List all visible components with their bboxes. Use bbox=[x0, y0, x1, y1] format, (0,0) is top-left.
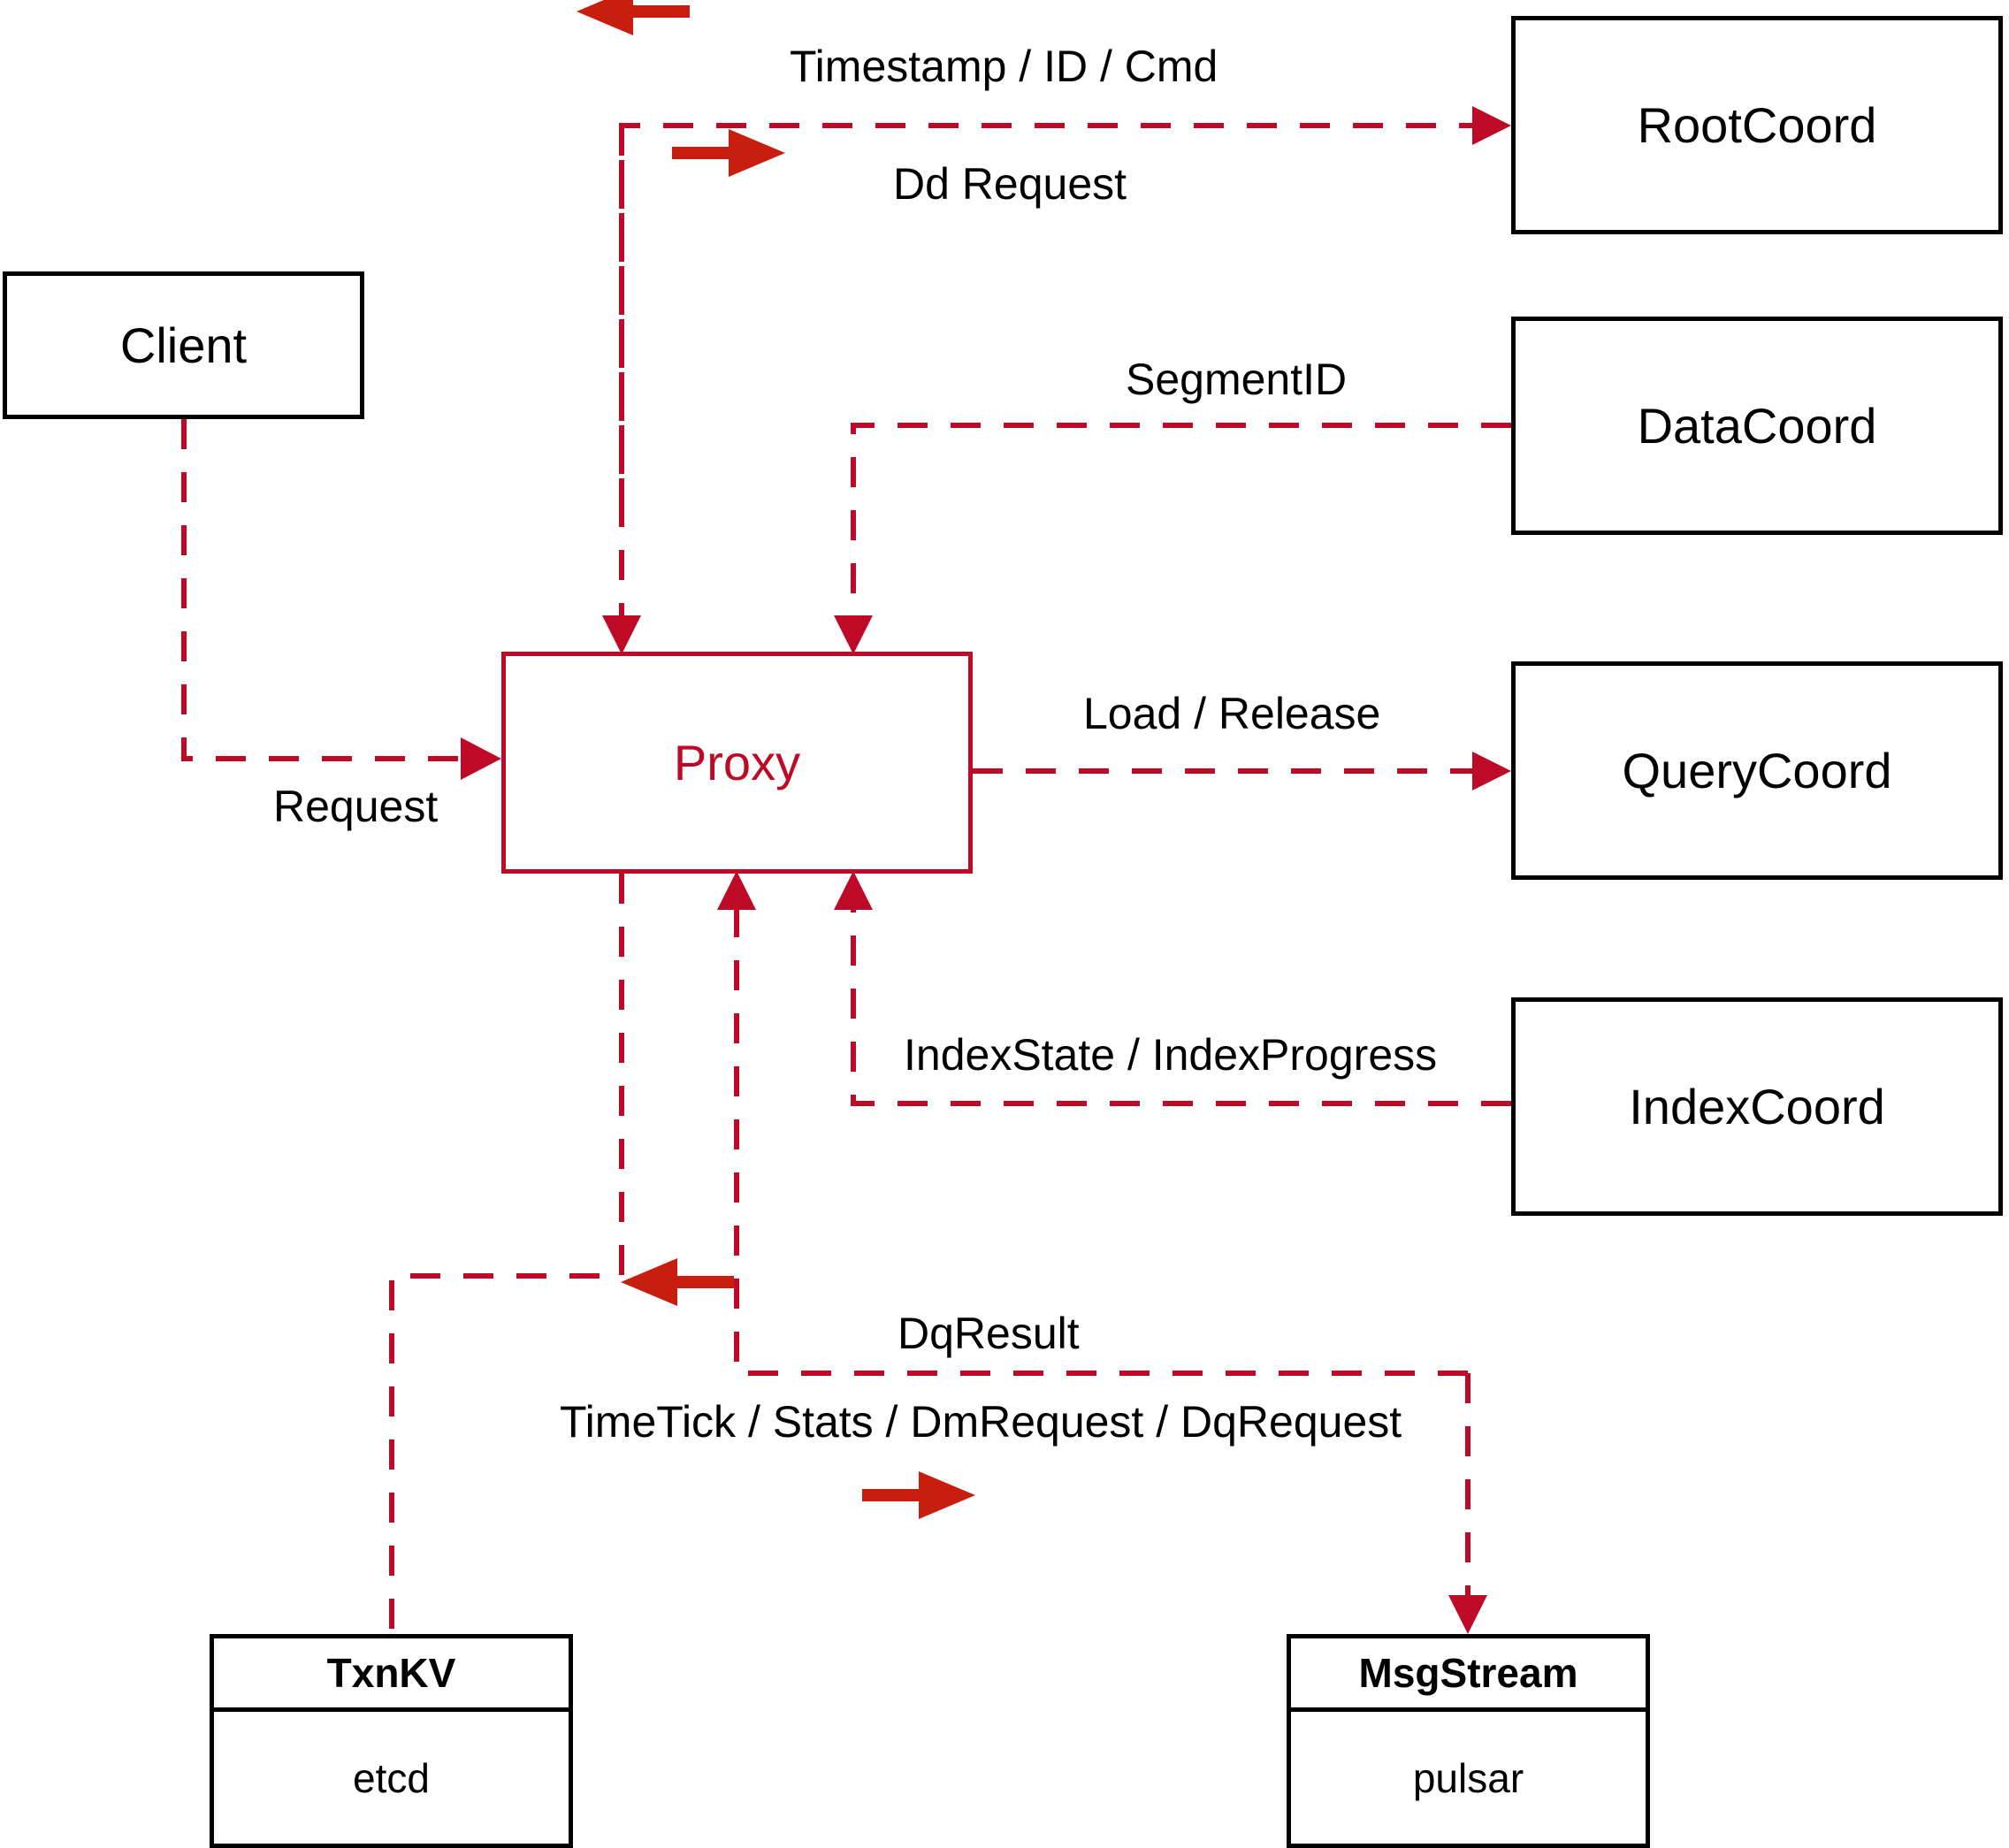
edge-proxy-querycoord-arrowhead bbox=[1472, 752, 1511, 790]
node-msgstream-label: MsgStream bbox=[1358, 1650, 1578, 1696]
node-datacoord-label: DataCoord bbox=[1637, 397, 1877, 454]
edge-label-timestamp-id-cmd: Timestamp / ID / Cmd bbox=[790, 42, 1218, 91]
node-querycoord-label: QueryCoord bbox=[1622, 742, 1892, 798]
node-txnkv[interactable]: TxnKV etcd bbox=[210, 1634, 573, 1848]
node-datacoord[interactable]: DataCoord bbox=[1511, 317, 2003, 535]
edge-label-load-release: Load / Release bbox=[1083, 689, 1381, 738]
edge-client-proxy-arrowhead bbox=[461, 737, 501, 780]
edge-datacoord-proxy-arrowhead bbox=[834, 615, 873, 654]
node-indexcoord[interactable]: IndexCoord bbox=[1511, 997, 2003, 1216]
node-msgstream-sublabel: pulsar bbox=[1412, 1754, 1524, 1801]
node-msgstream-header: MsgStream bbox=[1291, 1638, 1646, 1712]
direction-arrow-timetick bbox=[862, 1471, 975, 1519]
direction-arrow-dd-request bbox=[672, 129, 785, 177]
node-rootcoord-label: RootCoord bbox=[1637, 96, 1877, 153]
edge-client-proxy-path bbox=[181, 419, 482, 761]
edge-proxy-txnkv-path bbox=[389, 874, 624, 1634]
node-proxy[interactable]: Proxy bbox=[501, 652, 973, 874]
node-txnkv-body: etcd bbox=[214, 1712, 569, 1844]
edge-label-segmentid: SegmentID bbox=[1126, 355, 1348, 404]
direction-arrow-dqresult bbox=[621, 1258, 734, 1306]
node-txnkv-sublabel: etcd bbox=[353, 1754, 430, 1801]
node-querycoord[interactable]: QueryCoord bbox=[1511, 661, 2003, 880]
direction-arrow-timestamp bbox=[577, 0, 690, 35]
edge-indexcoord-proxy-path bbox=[851, 893, 1511, 1106]
node-rootcoord[interactable]: RootCoord bbox=[1511, 16, 2003, 234]
edge-indexcoord-proxy-arrowhead bbox=[834, 871, 873, 910]
edge-rootcoord-proxy-arrowhead bbox=[602, 615, 641, 654]
edge-msgstream-proxy-path bbox=[734, 893, 1468, 1376]
edge-proxy-rootcoord-arrowhead bbox=[1472, 106, 1511, 145]
edge-label-indexstate-indexprogress: IndexState / IndexProgress bbox=[904, 1030, 1438, 1080]
node-indexcoord-label: IndexCoord bbox=[1629, 1078, 1885, 1134]
edge-proxy-msgstream-arrowhead bbox=[1448, 1595, 1487, 1634]
edge-label-request: Request bbox=[273, 782, 439, 831]
node-txnkv-header: TxnKV bbox=[214, 1638, 569, 1712]
node-client-label: Client bbox=[119, 317, 248, 373]
node-proxy-label: Proxy bbox=[673, 734, 801, 790]
edge-label-timetick-stats-dmrequest-dqrequest: TimeTick / Stats / DmRequest / DqRequest bbox=[560, 1397, 1402, 1447]
node-msgstream-body: pulsar bbox=[1291, 1712, 1646, 1844]
edge-msgstream-proxy-arrowhead bbox=[717, 871, 756, 910]
node-msgstream[interactable]: MsgStream pulsar bbox=[1287, 1634, 1650, 1848]
edge-datacoord-proxy-path bbox=[851, 423, 1511, 632]
node-client[interactable]: Client bbox=[3, 271, 364, 419]
node-txnkv-label: TxnKV bbox=[326, 1650, 456, 1696]
edge-label-dqresult: DqResult bbox=[898, 1309, 1080, 1358]
edge-label-dd-request: Dd Request bbox=[893, 159, 1127, 209]
